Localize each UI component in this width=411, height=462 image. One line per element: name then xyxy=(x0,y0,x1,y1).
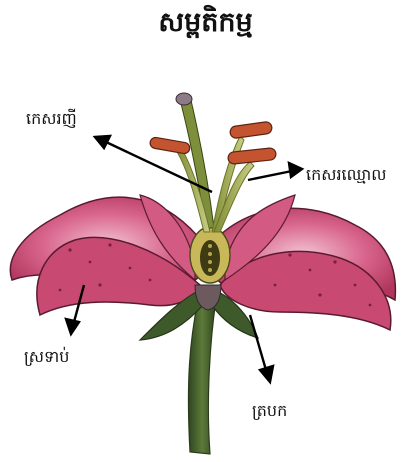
arrow-head-sepal xyxy=(260,366,273,382)
label-stamen: កេសរឈ្មោល xyxy=(306,164,386,188)
arrow-head-petal xyxy=(66,319,79,334)
arrow-head-stamen xyxy=(289,163,302,177)
stem xyxy=(188,300,216,454)
anthers xyxy=(149,121,276,164)
stigma xyxy=(176,93,192,105)
label-petal: ស្រទាប់ xyxy=(24,346,69,370)
arrow-head-pistil xyxy=(95,136,110,148)
label-pistil: កេសរញី xyxy=(26,108,77,132)
label-sepal: ត្របក xyxy=(252,400,287,424)
